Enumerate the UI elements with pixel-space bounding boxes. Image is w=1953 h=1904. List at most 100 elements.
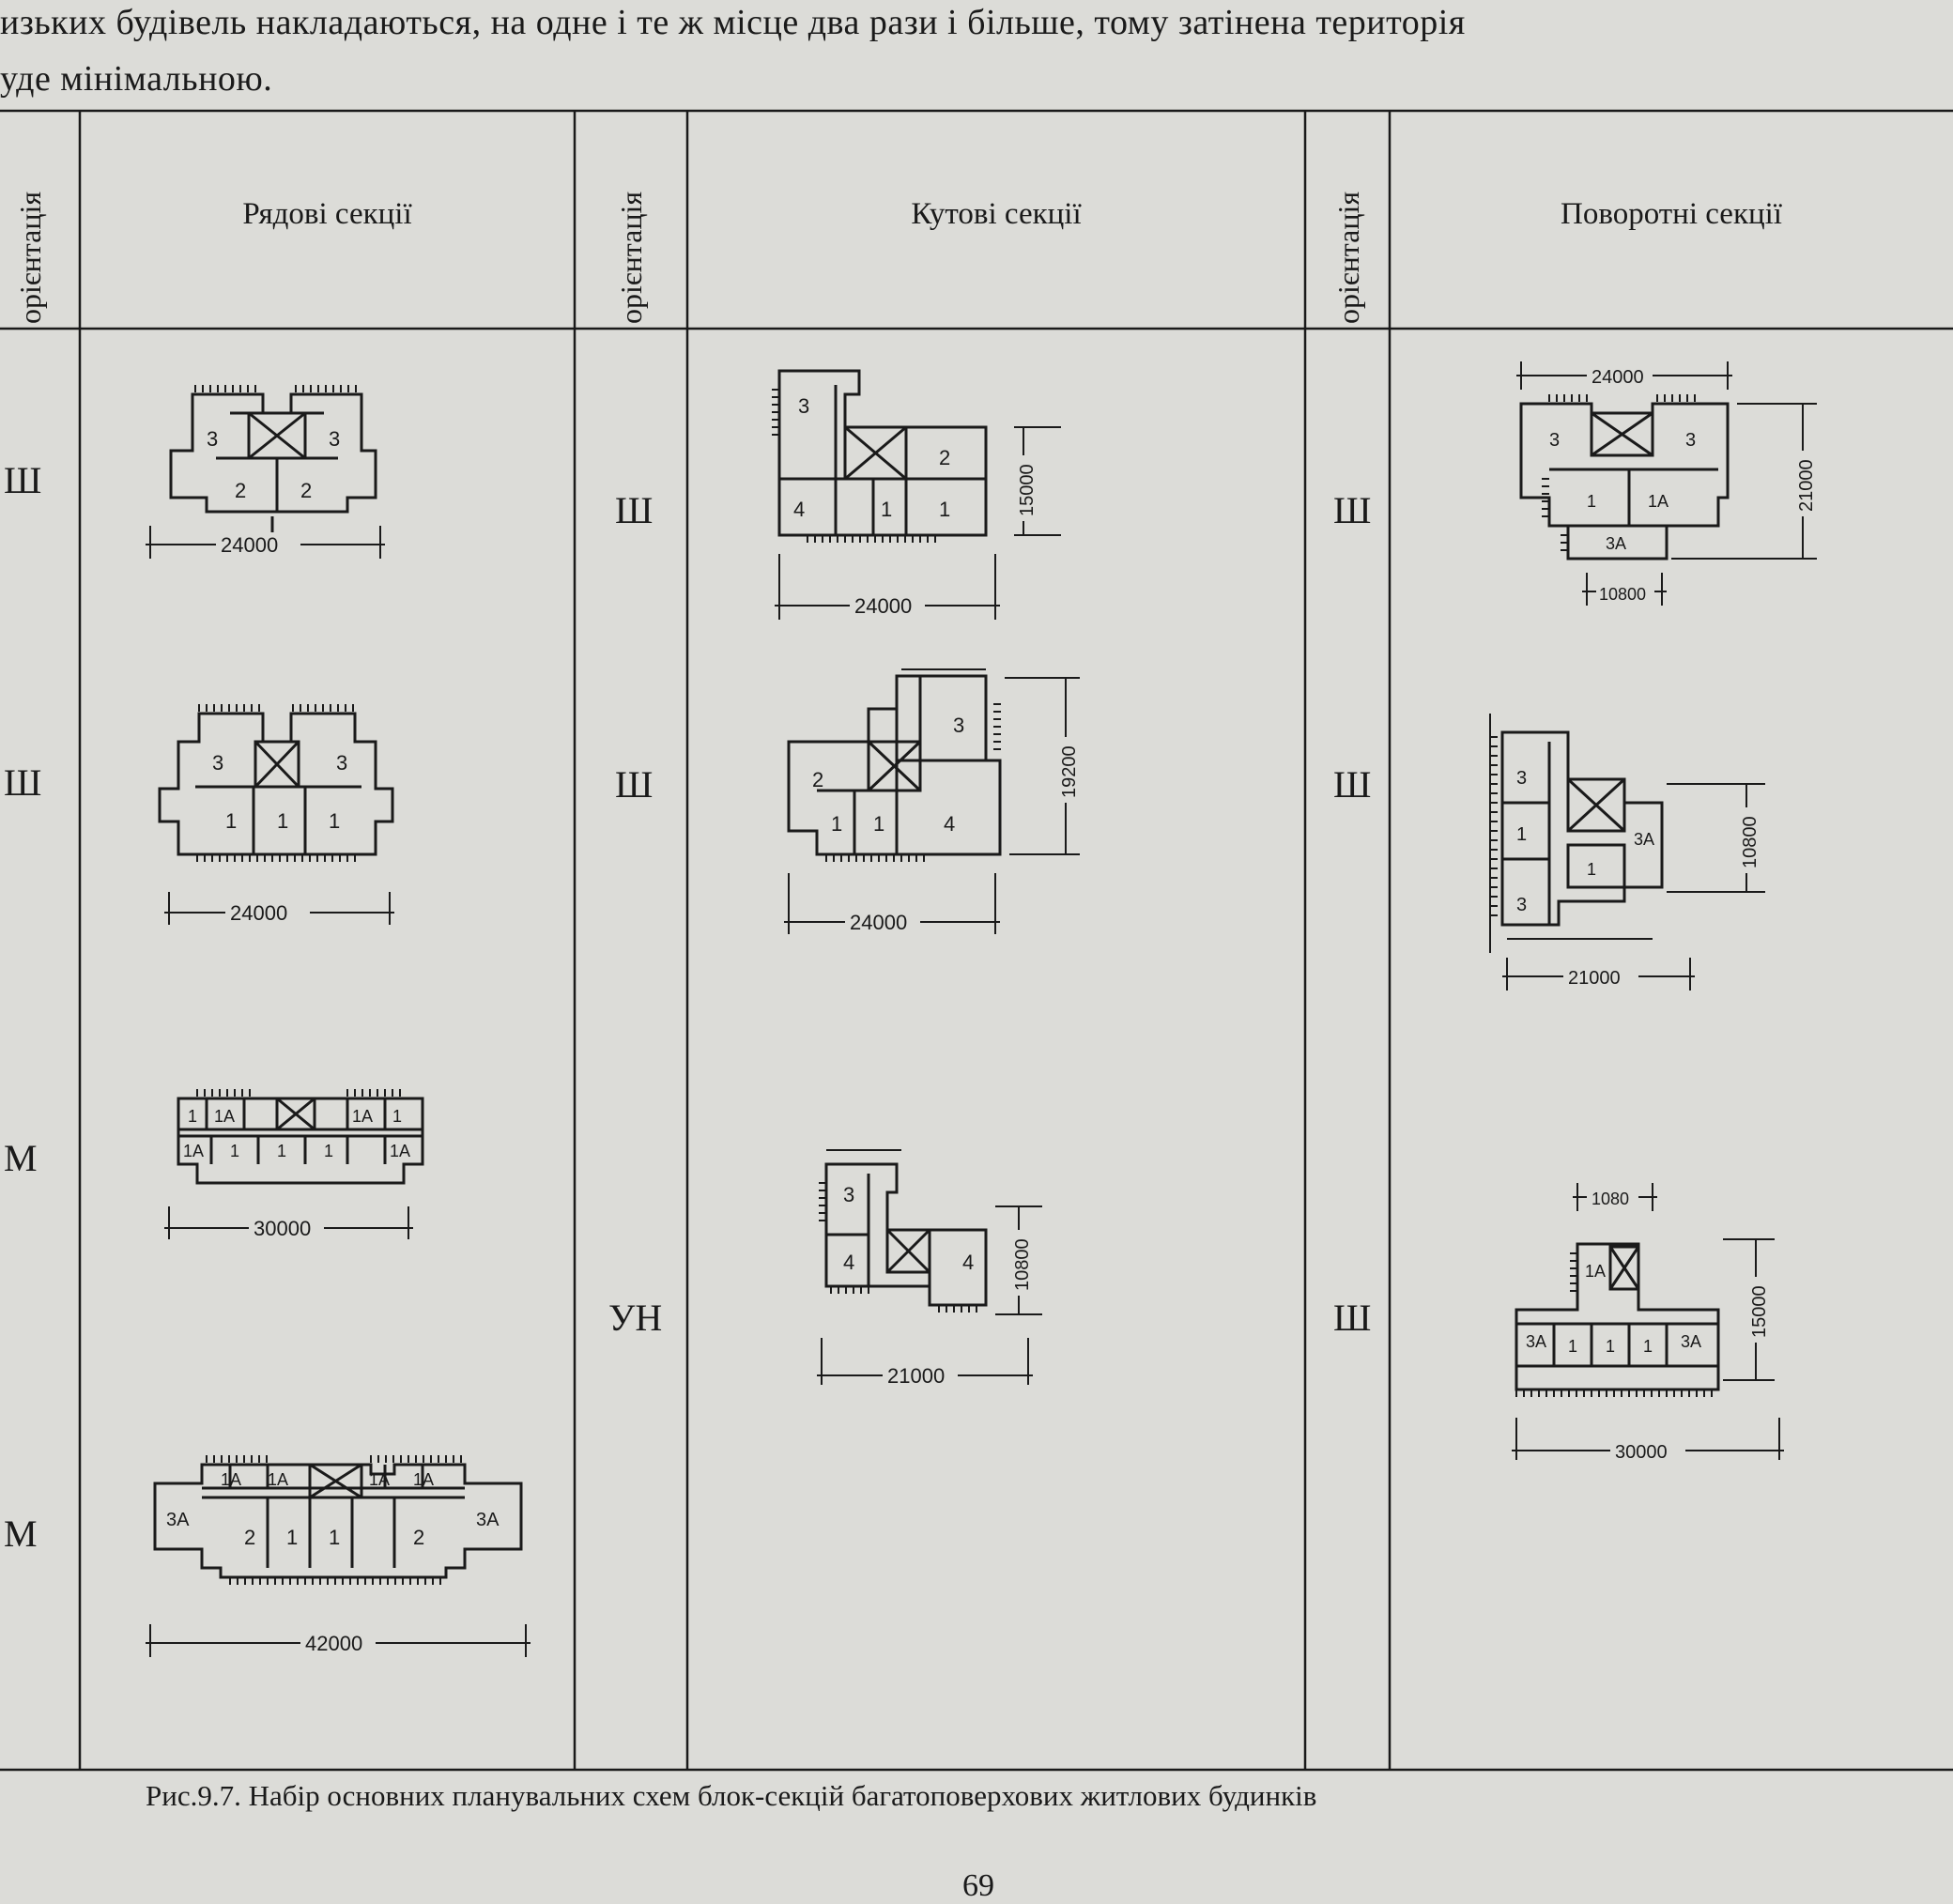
orientation-label: М <box>4 1512 38 1555</box>
svg-text:1: 1 <box>1568 1337 1577 1356</box>
svg-text:1: 1 <box>1587 492 1596 511</box>
svg-text:4: 4 <box>962 1251 974 1274</box>
svg-text:3: 3 <box>843 1183 854 1206</box>
svg-text:4: 4 <box>843 1251 854 1274</box>
svg-text:4: 4 <box>944 812 955 836</box>
figure-caption: Рис.9.7. Набір основних планувальних схе… <box>146 1779 1317 1812</box>
svg-text:3: 3 <box>1685 430 1696 451</box>
svg-text:1A: 1A <box>221 1470 241 1489</box>
svg-text:1: 1 <box>1587 860 1596 879</box>
svg-text:3: 3 <box>212 751 223 775</box>
svg-text:1: 1 <box>881 498 892 521</box>
svg-text:4: 4 <box>793 498 805 521</box>
orientation-label: УН <box>608 1297 663 1339</box>
svg-text:1A: 1A <box>1648 492 1669 511</box>
plan-turning-section-3: 1A 3A 3A 1 1 1 1080 30000 15000 <box>1502 1174 1859 1464</box>
col2-header: Кутові секції <box>911 197 1082 231</box>
svg-text:1A: 1A <box>352 1107 373 1126</box>
dimension-label: 24000 <box>850 911 907 934</box>
plan-row-section-1: 3 3 2 2 24000 <box>146 385 394 601</box>
svg-text:1: 1 <box>939 498 950 521</box>
orientation-label: Ш <box>4 459 42 501</box>
svg-text:3: 3 <box>336 751 347 775</box>
dimension-label: 24000 <box>1592 367 1644 388</box>
svg-text:3A: 3A <box>1634 830 1654 849</box>
svg-text:1A: 1A <box>214 1107 235 1126</box>
plan-row-section-3: 1 1A 1A 1 1A 1 1 1 1A 30000 <box>164 1080 451 1267</box>
dimension-label: 30000 <box>1615 1442 1668 1463</box>
orient-header-3: орієнтація <box>1331 191 1365 324</box>
svg-text:1: 1 <box>329 809 340 833</box>
svg-text:2: 2 <box>244 1526 255 1549</box>
svg-text:1: 1 <box>188 1107 197 1126</box>
orientation-label: Ш <box>1333 1297 1372 1339</box>
dimension-label: 21000 <box>1796 459 1817 512</box>
svg-text:1A: 1A <box>268 1470 288 1489</box>
svg-text:3: 3 <box>798 394 809 418</box>
svg-text:3: 3 <box>953 714 964 737</box>
orientation-label: Ш <box>4 761 42 804</box>
dimension-label: 21000 <box>887 1364 945 1388</box>
dimension-label: 24000 <box>230 901 287 925</box>
plan-corner-section-3: 3 4 4 21000 10800 <box>798 1127 1117 1390</box>
svg-text:2: 2 <box>235 479 246 502</box>
svg-text:3: 3 <box>1549 430 1560 451</box>
svg-text:1: 1 <box>1606 1337 1615 1356</box>
dimension-label: 24000 <box>221 533 278 557</box>
orientation-label: Ш <box>615 489 654 531</box>
intro-line-1: изьких будівель накладаються, на одне і … <box>0 3 1466 42</box>
col3-header: Поворотні секції <box>1561 197 1782 231</box>
orientation-label: Ш <box>1333 489 1372 531</box>
svg-text:1: 1 <box>286 1526 298 1549</box>
svg-text:1A: 1A <box>413 1470 434 1489</box>
svg-text:2: 2 <box>413 1526 424 1549</box>
dimension-label: 24000 <box>854 594 912 618</box>
svg-text:3: 3 <box>207 427 218 451</box>
orient-header-2: орієнтація <box>614 191 648 324</box>
svg-text:3: 3 <box>1516 768 1527 789</box>
svg-text:1: 1 <box>392 1107 402 1126</box>
svg-text:1: 1 <box>230 1142 239 1160</box>
svg-text:2: 2 <box>812 768 823 791</box>
svg-text:1A: 1A <box>1585 1262 1606 1281</box>
orientation-label: Ш <box>1333 763 1372 806</box>
svg-text:1: 1 <box>277 1142 286 1160</box>
dimension-label: 1080 <box>1592 1190 1629 1208</box>
svg-text:1: 1 <box>1643 1337 1653 1356</box>
dimension-label: 15000 <box>1749 1285 1770 1338</box>
dimension-label: 42000 <box>305 1632 362 1655</box>
page-number: 69 <box>962 1868 994 1903</box>
svg-text:1A: 1A <box>390 1142 410 1160</box>
orientation-label: М <box>4 1137 38 1179</box>
svg-text:3A: 3A <box>476 1510 500 1530</box>
svg-text:2: 2 <box>300 479 312 502</box>
svg-text:1: 1 <box>329 1526 340 1549</box>
svg-text:3A: 3A <box>1681 1332 1701 1351</box>
svg-text:1: 1 <box>225 809 237 833</box>
dimension-label: 19200 <box>1059 745 1080 798</box>
dimension-label: 10800 <box>1740 816 1761 868</box>
plan-row-section-4: 3A 3A 1A 1A 1A 1A 2 1 1 2 42000 <box>146 1446 540 1662</box>
svg-text:1A: 1A <box>183 1142 204 1160</box>
svg-text:3: 3 <box>329 427 340 451</box>
svg-text:3: 3 <box>1516 895 1527 915</box>
svg-text:3A: 3A <box>1526 1332 1546 1351</box>
dimension-label: 10800 <box>1012 1238 1033 1291</box>
svg-text:3A: 3A <box>166 1510 190 1530</box>
svg-text:2: 2 <box>939 446 950 469</box>
dimension-label: 10800 <box>1599 585 1646 604</box>
dimension-label: 30000 <box>254 1217 311 1240</box>
svg-text:1A: 1A <box>369 1470 390 1489</box>
svg-text:1: 1 <box>324 1142 333 1160</box>
orient-header-1: орієнтація <box>13 191 47 324</box>
svg-text:1: 1 <box>831 812 842 836</box>
orientation-label: Ш <box>615 763 654 806</box>
intro-line-2: уде мінімальною. <box>0 59 273 99</box>
dimension-label: 21000 <box>1568 968 1621 989</box>
